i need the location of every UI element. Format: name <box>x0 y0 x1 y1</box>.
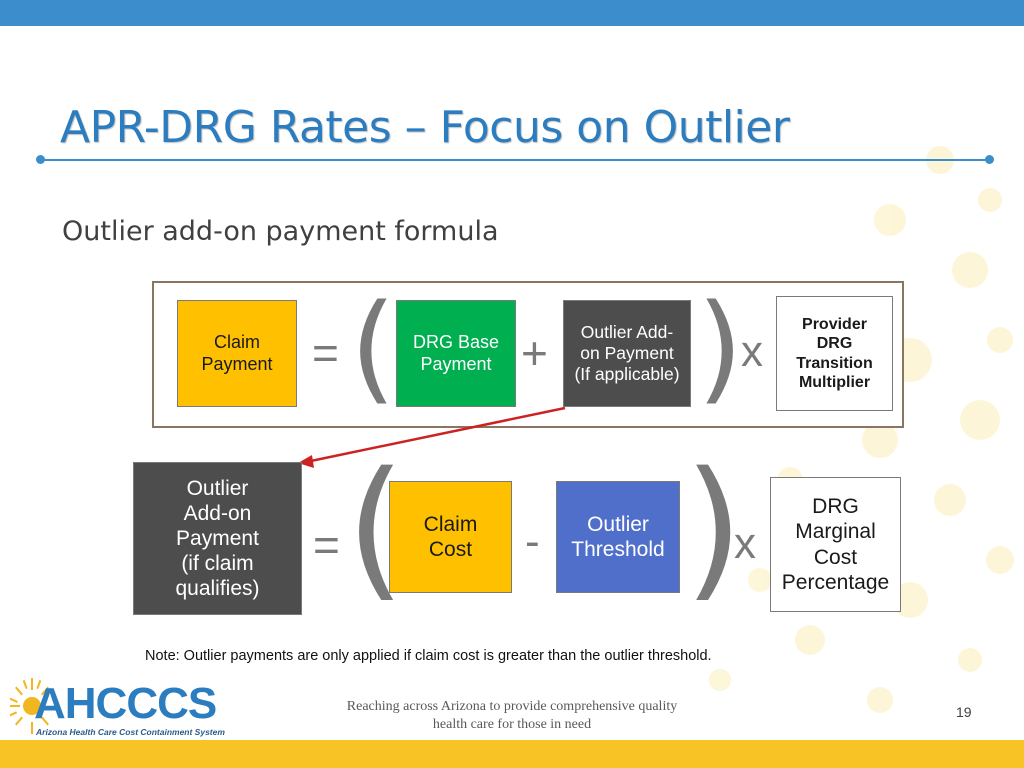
page-title: APR-DRG Rates – Focus on Outlier <box>60 102 790 153</box>
top-accent-bar <box>0 0 1024 26</box>
underline-right-dot <box>985 155 994 164</box>
equals-sign: = <box>312 327 339 379</box>
provider-multiplier-box: Provider DRG Transition Multiplier <box>776 296 893 411</box>
page-number: 19 <box>956 704 972 720</box>
ahcccs-sun-icon <box>10 678 49 734</box>
provider-multiplier-label: Provider DRG Transition Multiplier <box>796 316 873 391</box>
close-paren: ) <box>697 278 744 416</box>
claim-payment-label: Claim Payment <box>201 331 273 374</box>
subtitle: Outlier add-on payment formula <box>62 216 499 247</box>
drg-marginal-cost-label: DRG Marginal Cost Percentage <box>781 495 890 594</box>
open-paren: ( <box>350 278 397 416</box>
equals-sign-2: = <box>313 519 340 571</box>
underline-left-dot <box>36 155 45 164</box>
drg-marginal-cost-box: DRG Marginal Cost Percentage <box>770 477 901 612</box>
outlier-threshold-label: Outlier Threshold <box>571 512 665 561</box>
outlier-threshold-box: Outlier Threshold <box>556 481 680 593</box>
outlier-addon-payment-label: Outlier Add-on Payment (if claim qualifi… <box>175 476 260 601</box>
outlier-addon-payment-box: Outlier Add-on Payment (if claim qualifi… <box>133 462 302 615</box>
claim-cost-box: Claim Cost <box>389 481 512 593</box>
close-paren-2: ) <box>684 439 744 616</box>
times-sign-2: x <box>734 519 756 568</box>
title-underline <box>40 159 990 161</box>
logo-tagline: Arizona Health Care Cost Containment Sys… <box>36 727 225 737</box>
bottom-accent-bar <box>0 740 1024 768</box>
times-sign: x <box>741 327 763 376</box>
outlier-addon-box: Outlier Add- on Payment (If applicable) <box>563 300 691 407</box>
outlier-addon-label: Outlier Add- on Payment (If applicable) <box>574 322 680 384</box>
drg-base-payment-box: DRG Base Payment <box>396 300 516 407</box>
claim-payment-box: Claim Payment <box>177 300 297 407</box>
sun-watermark <box>709 146 1014 713</box>
claim-cost-label: Claim Cost <box>423 512 478 561</box>
note-text: Note: Outlier payments are only applied … <box>145 648 712 664</box>
plus-sign: + <box>521 327 548 379</box>
minus-sign: - <box>525 517 540 566</box>
drg-base-payment-label: DRG Base Payment <box>412 331 500 374</box>
footer-text: Reaching across Arizona to provide compr… <box>346 699 678 732</box>
logo-wordmark: AHCCCS <box>34 679 217 728</box>
